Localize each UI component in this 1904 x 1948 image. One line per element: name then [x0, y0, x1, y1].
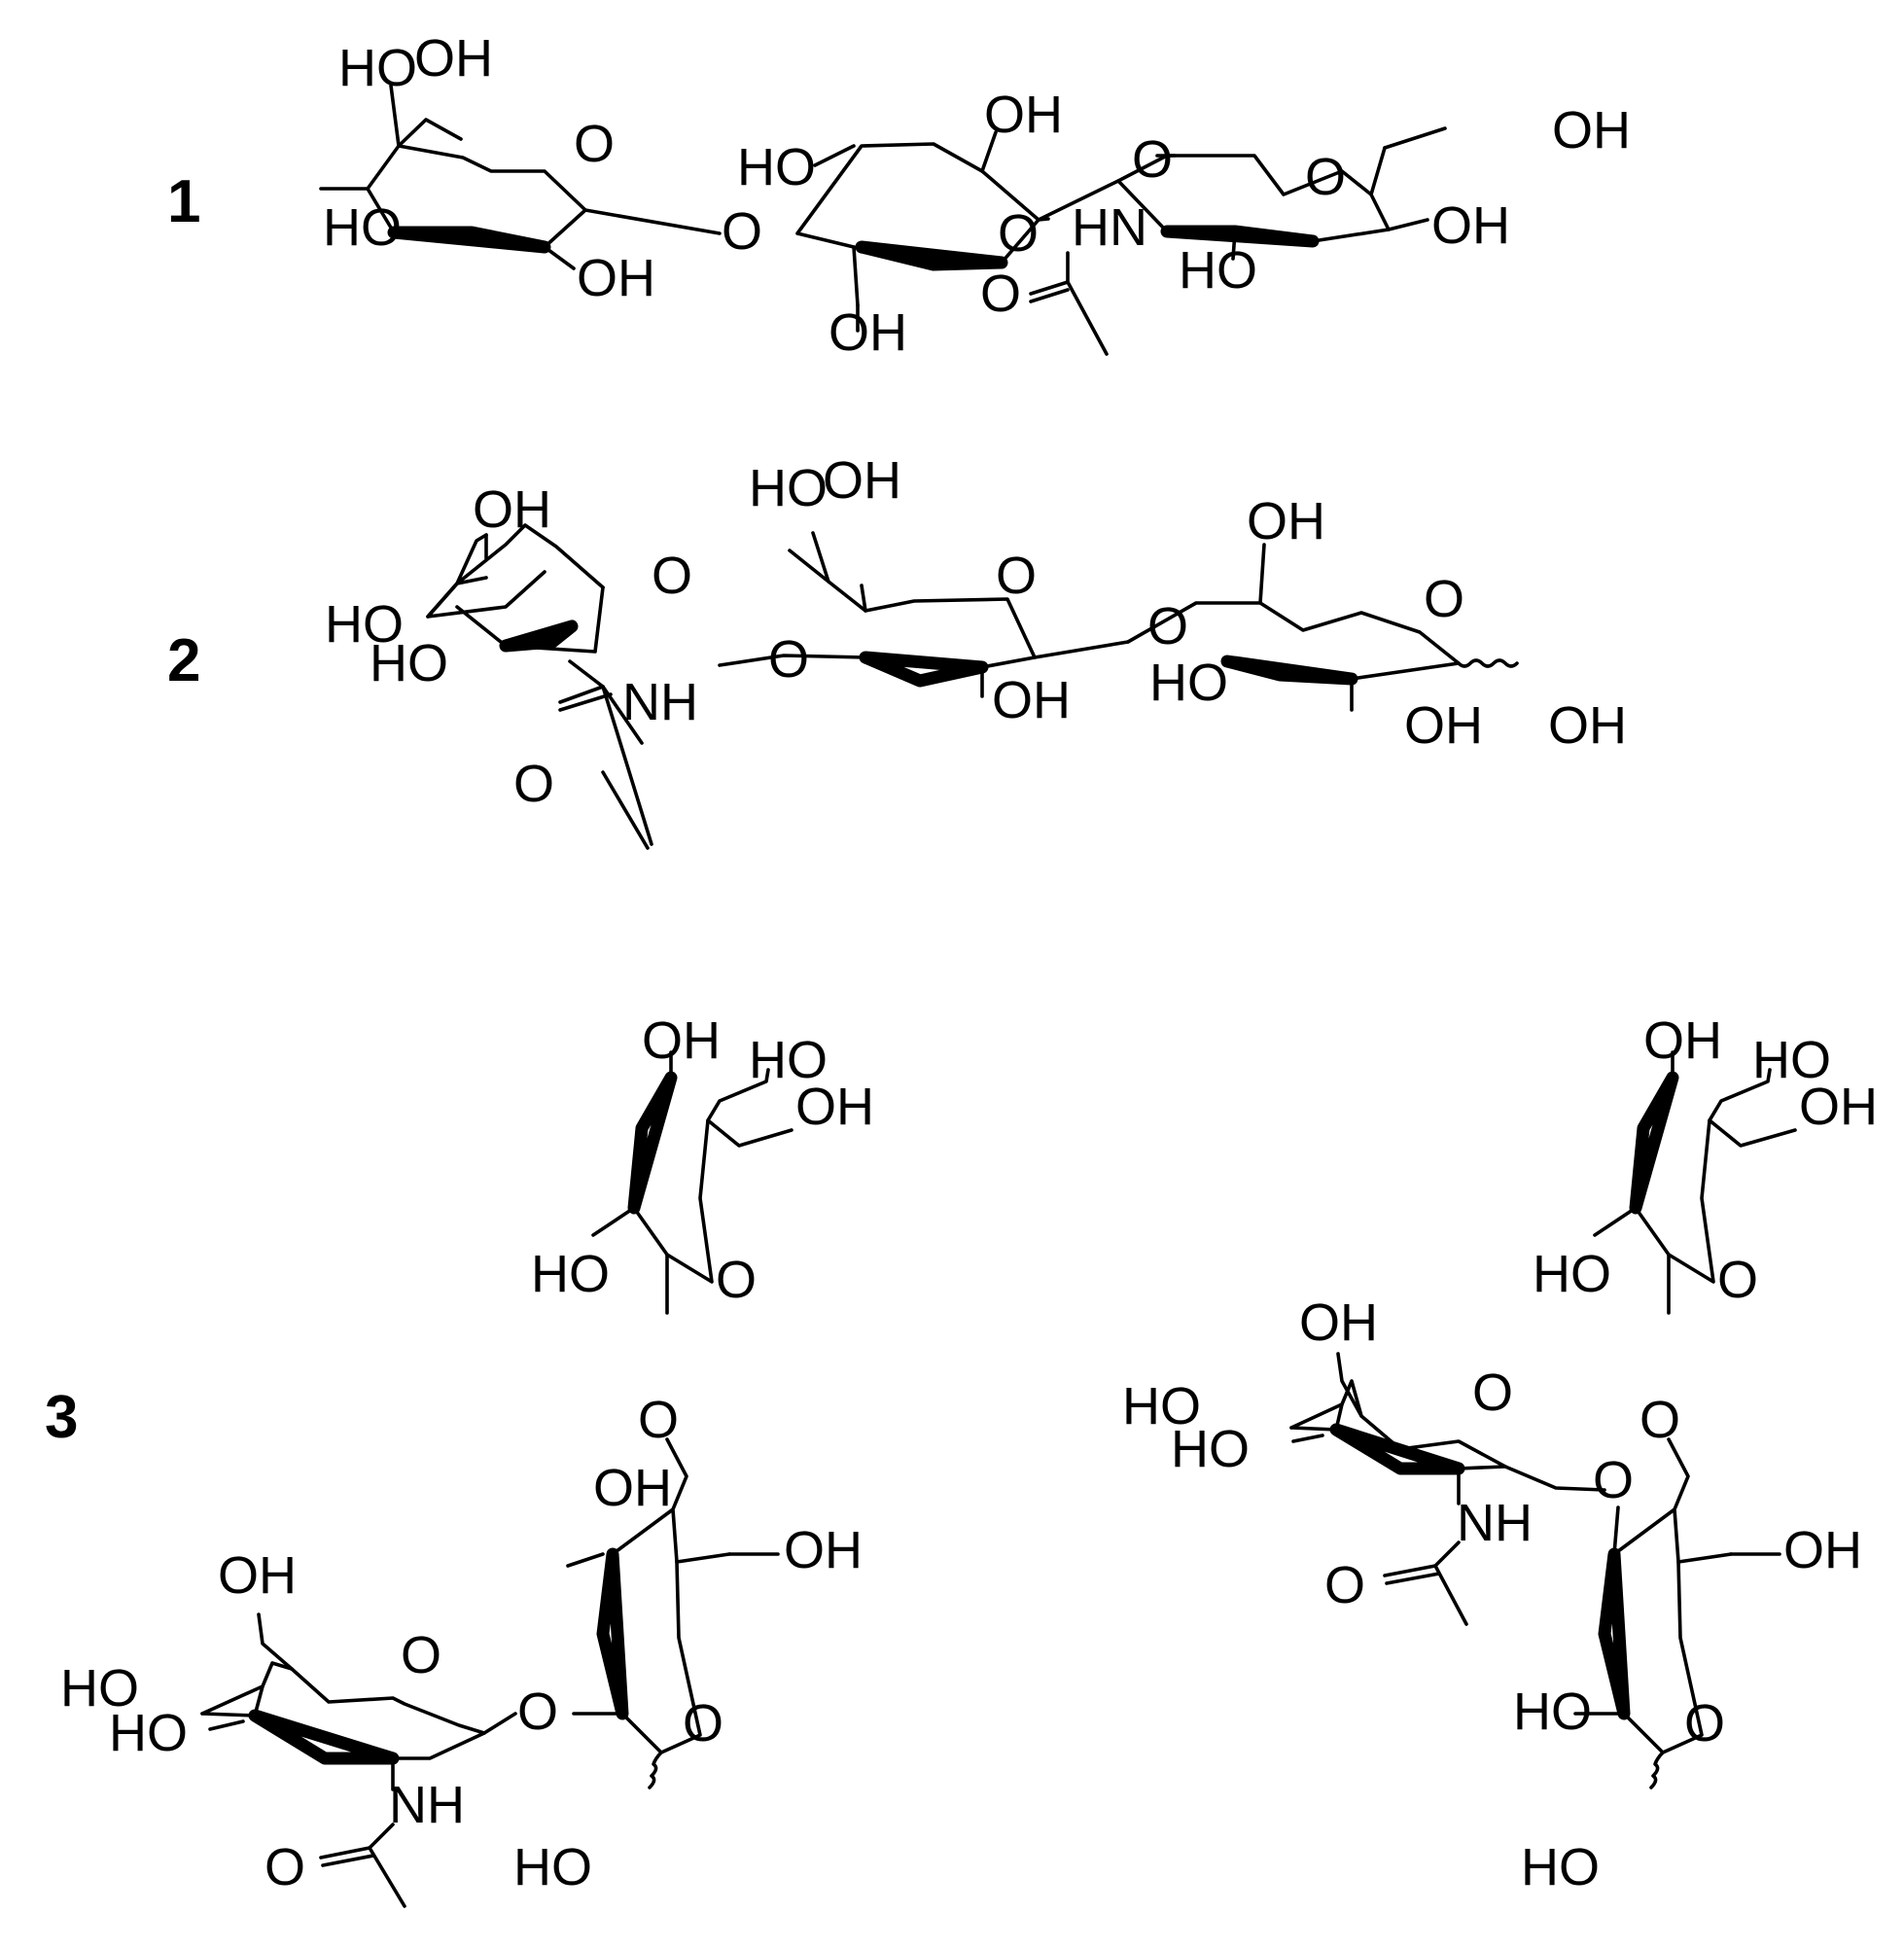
- atom-o: O: [574, 115, 615, 173]
- atom-oh: OH: [1552, 101, 1631, 159]
- atom-oh: OH: [1247, 492, 1325, 550]
- atom-o-link: O: [638, 1391, 679, 1449]
- atom-hn: HN: [1072, 198, 1147, 257]
- atom-oh: OH: [414, 29, 493, 88]
- compound-label-3: 3: [45, 1384, 78, 1451]
- atom-o-ring: O: [996, 547, 1037, 605]
- atom-o-link: O: [1593, 1451, 1634, 1509]
- atom-oh: OH: [1431, 196, 1510, 255]
- atom-o-ring: O: [1472, 1364, 1513, 1422]
- atom-oh: OH: [473, 480, 551, 539]
- atom-nh: NH: [1457, 1494, 1533, 1552]
- atom-o-ring: O: [652, 547, 692, 605]
- atom-o-link: O: [1147, 597, 1188, 655]
- atom-o-link: O: [768, 630, 809, 689]
- compound-3-left: OH HO OH HO O O OH OH O O HO: [60, 1011, 874, 1908]
- atom-ho: HO: [109, 1704, 188, 1762]
- atom-ho: HO: [1752, 1031, 1831, 1089]
- atom-o-ring: O: [683, 1694, 723, 1753]
- atom-ho: HO: [323, 198, 402, 257]
- compound-2-ring-b: HO OH O O OH: [718, 451, 1130, 729]
- compound-1-ring-c: O O OH OH HO: [1116, 101, 1631, 300]
- atom-oh: OH: [984, 86, 1063, 144]
- compound-1-acetamide: HN O: [980, 198, 1147, 356]
- atom-ho: HO: [513, 1838, 592, 1896]
- atom-o-ring: O: [716, 1251, 757, 1309]
- atom-ho: HO: [325, 595, 404, 654]
- atom-ho: HO: [1513, 1682, 1592, 1741]
- atom-ho: HO: [531, 1245, 610, 1303]
- atom-oh: OH: [1548, 696, 1627, 755]
- atom-ho: HO: [60, 1659, 139, 1718]
- atom-oh: OH: [829, 303, 907, 362]
- atom-oh: OH: [1299, 1293, 1378, 1352]
- atom-o-carbonyl: O: [1324, 1556, 1365, 1614]
- atom-oh: OH: [577, 249, 655, 307]
- atom-oh: OH: [593, 1459, 672, 1517]
- atom-oh: OH: [642, 1011, 721, 1070]
- atom-ho: HO: [370, 634, 448, 692]
- atom-oh: OH: [1404, 696, 1483, 755]
- atom-oh: OH: [823, 451, 901, 510]
- atom-o-ring: O: [401, 1626, 441, 1684]
- atom-o-ring: O: [1717, 1251, 1758, 1309]
- atom-ho: HO: [1122, 1377, 1201, 1435]
- atom-o-ring: O: [1305, 148, 1346, 206]
- atom-ho: HO: [1149, 654, 1228, 712]
- atom-oh: OH: [218, 1546, 297, 1605]
- atom-ho: HO: [1179, 241, 1257, 300]
- atom-o-link: O: [1132, 130, 1173, 189]
- atom-o-ring: O: [1424, 570, 1464, 628]
- atom-ho: HO: [338, 39, 417, 97]
- atom-nh: NH: [389, 1776, 465, 1834]
- atom-oh: OH: [1643, 1011, 1722, 1070]
- atom-o-ring: O: [998, 204, 1039, 263]
- atom-oh: OH: [1783, 1521, 1862, 1579]
- compound-3: 3 OH HO OH HO O O OH OH O: [45, 1011, 1878, 1908]
- atom-o-link: O: [722, 202, 762, 261]
- atom-ho: HO: [1533, 1245, 1611, 1303]
- atom-oh: OH: [784, 1521, 863, 1579]
- atom-o-carbonyl: O: [264, 1838, 305, 1896]
- compound-1: 1 O HO OH HO OH O HO: [167, 29, 1631, 362]
- atom-ho: HO: [749, 1031, 828, 1089]
- atom-o-link: O: [1640, 1391, 1680, 1449]
- atom-ho: HO: [737, 138, 816, 196]
- atom-oh: OH: [795, 1078, 874, 1136]
- atom-ho: HO: [749, 459, 828, 517]
- atom-o-carbonyl: O: [513, 755, 554, 813]
- compound-3-right: OH HO OH HO O O OH O HO HO O: [1122, 1011, 1878, 1896]
- compound-label-2: 2: [167, 627, 200, 694]
- atom-oh: OH: [992, 671, 1071, 729]
- atom-nh: NH: [622, 673, 698, 731]
- atom-o-carbonyl: O: [980, 265, 1021, 323]
- compound-label-1: 1: [167, 168, 200, 235]
- compound-2-ring-c: O OH O HO OH OH: [1126, 492, 1627, 755]
- compound-1-ring-a: O HO OH HO OH O: [319, 29, 762, 307]
- atom-o-link: O: [517, 1682, 558, 1741]
- compound-2: 2 OH O HO HO NH O: [167, 451, 1627, 850]
- compound-2-ring-a: OH O HO HO NH O: [325, 480, 698, 846]
- atom-ho: HO: [1521, 1838, 1600, 1896]
- atom-o-ring: O: [1684, 1694, 1725, 1753]
- compound-1-ring-b: HO OH O OH: [737, 86, 1120, 362]
- atom-oh: OH: [1799, 1078, 1878, 1136]
- atom-ho: HO: [1171, 1420, 1250, 1478]
